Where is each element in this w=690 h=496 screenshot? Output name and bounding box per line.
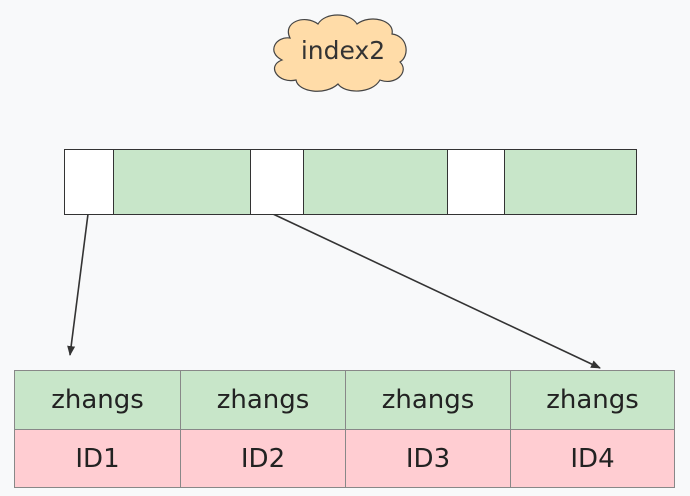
id-cell: ID3 xyxy=(345,429,511,488)
index-key-cell xyxy=(113,149,251,215)
id-cell: ID4 xyxy=(510,429,675,488)
index-pointer-cell xyxy=(64,149,114,215)
arrow-to-first-row xyxy=(67,213,89,356)
index-pointer-cell xyxy=(250,149,304,215)
id-cell: ID1 xyxy=(14,429,181,488)
name-cell: zhangs xyxy=(14,370,181,430)
name-cell: zhangs xyxy=(510,370,675,430)
arrow-to-last-row xyxy=(272,213,601,369)
index-pointer-cell xyxy=(447,149,505,215)
cloud-shape xyxy=(273,14,407,92)
name-cell: zhangs xyxy=(345,370,511,430)
index-key-cell xyxy=(504,149,637,215)
id-cell: ID2 xyxy=(180,429,346,488)
index-key-cell xyxy=(303,149,448,215)
name-cell: zhangs xyxy=(180,370,346,430)
index-cloud-label: index2 xyxy=(300,36,386,65)
